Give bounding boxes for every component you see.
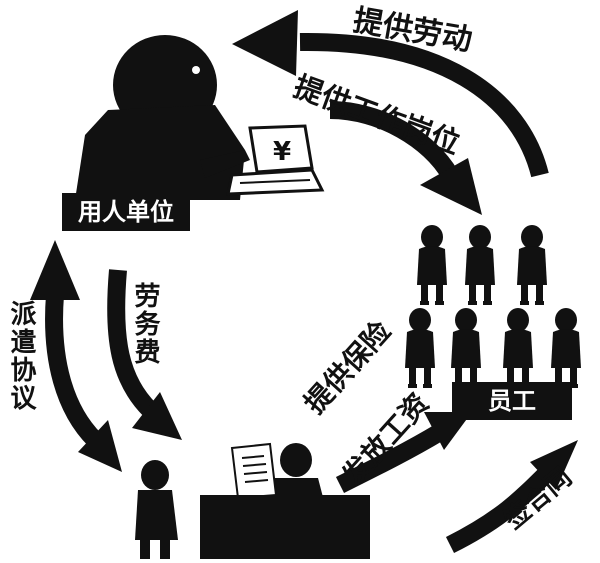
agency-desk	[200, 495, 370, 559]
label-service-fee: 劳务费	[130, 282, 160, 366]
dispatch-agency-figures	[135, 442, 370, 559]
document-icon	[230, 442, 278, 500]
arrow-dispatch-agreement	[30, 240, 122, 472]
label-dispatch-agreement: 派遣协议	[6, 300, 36, 412]
employee-figures	[405, 225, 581, 388]
arrow-provide-job	[329, 101, 482, 215]
node-employees: 员工	[452, 382, 572, 420]
arrow-sign-contract	[445, 440, 578, 554]
laptop-icon: ¥	[226, 124, 325, 196]
laptop-currency: ¥	[273, 137, 291, 167]
node-employer: 用人单位	[62, 193, 190, 231]
employer-figure	[75, 35, 250, 200]
arrow-insurance-wages	[335, 412, 472, 494]
arrow-service-fee	[107, 269, 182, 440]
arrow-provide-labor	[232, 10, 549, 178]
